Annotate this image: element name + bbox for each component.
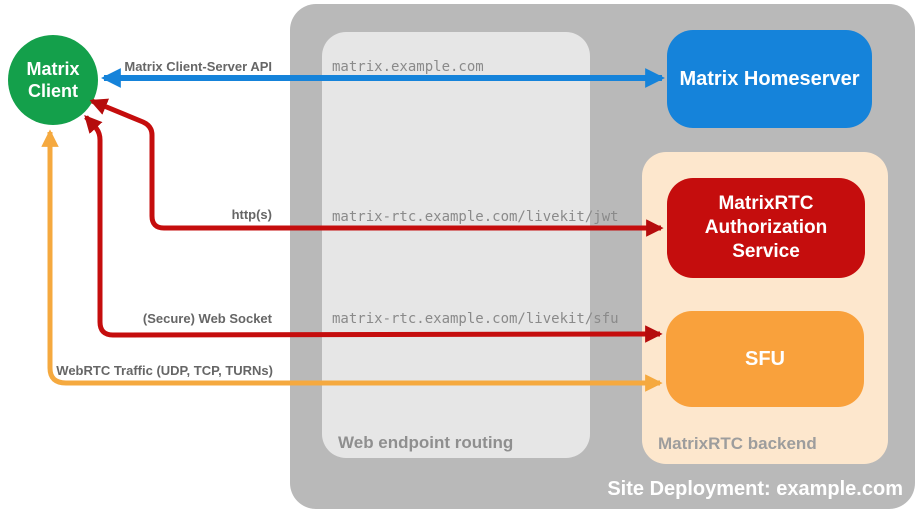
matrix-client-label: Matrix Client <box>26 58 80 102</box>
sfu-node: SFU <box>666 311 864 407</box>
matrixrtc-authorization-service-label: MatrixRTC Authorization Service <box>704 193 828 262</box>
edge-label-webrtc-traffic: WebRTC Traffic (UDP, TCP, TURNs) <box>56 363 273 378</box>
route-livekit-jwt: matrix-rtc.example.com/livekit/jwt <box>332 209 619 225</box>
web-endpoint-routing-label: Web endpoint routing <box>338 433 514 452</box>
site-deployment-label: Site Deployment: example.com <box>607 478 903 500</box>
matrix-homeserver-label: Matrix Homeserver <box>679 67 860 90</box>
edge-label-client-server-api: Matrix Client-Server API <box>124 59 272 74</box>
matrixrtc-authorization-service-node: MatrixRTC Authorization Service <box>667 178 865 278</box>
matrix-client-node: Matrix Client <box>8 35 98 125</box>
edge-label-https: http(s) <box>231 207 272 222</box>
matrixrtc-backend-label: MatrixRTC backend <box>658 434 817 453</box>
matrix-homeserver-node: Matrix Homeserver <box>667 30 872 128</box>
route-matrix-example-com: matrix.example.com <box>332 59 484 75</box>
route-livekit-sfu: matrix-rtc.example.com/livekit/sfu <box>332 311 619 327</box>
web-endpoint-routing-container: Web endpoint routing <box>322 32 590 458</box>
sfu-label: SFU <box>745 347 785 370</box>
edge-label-web-socket: (Secure) Web Socket <box>142 311 272 326</box>
